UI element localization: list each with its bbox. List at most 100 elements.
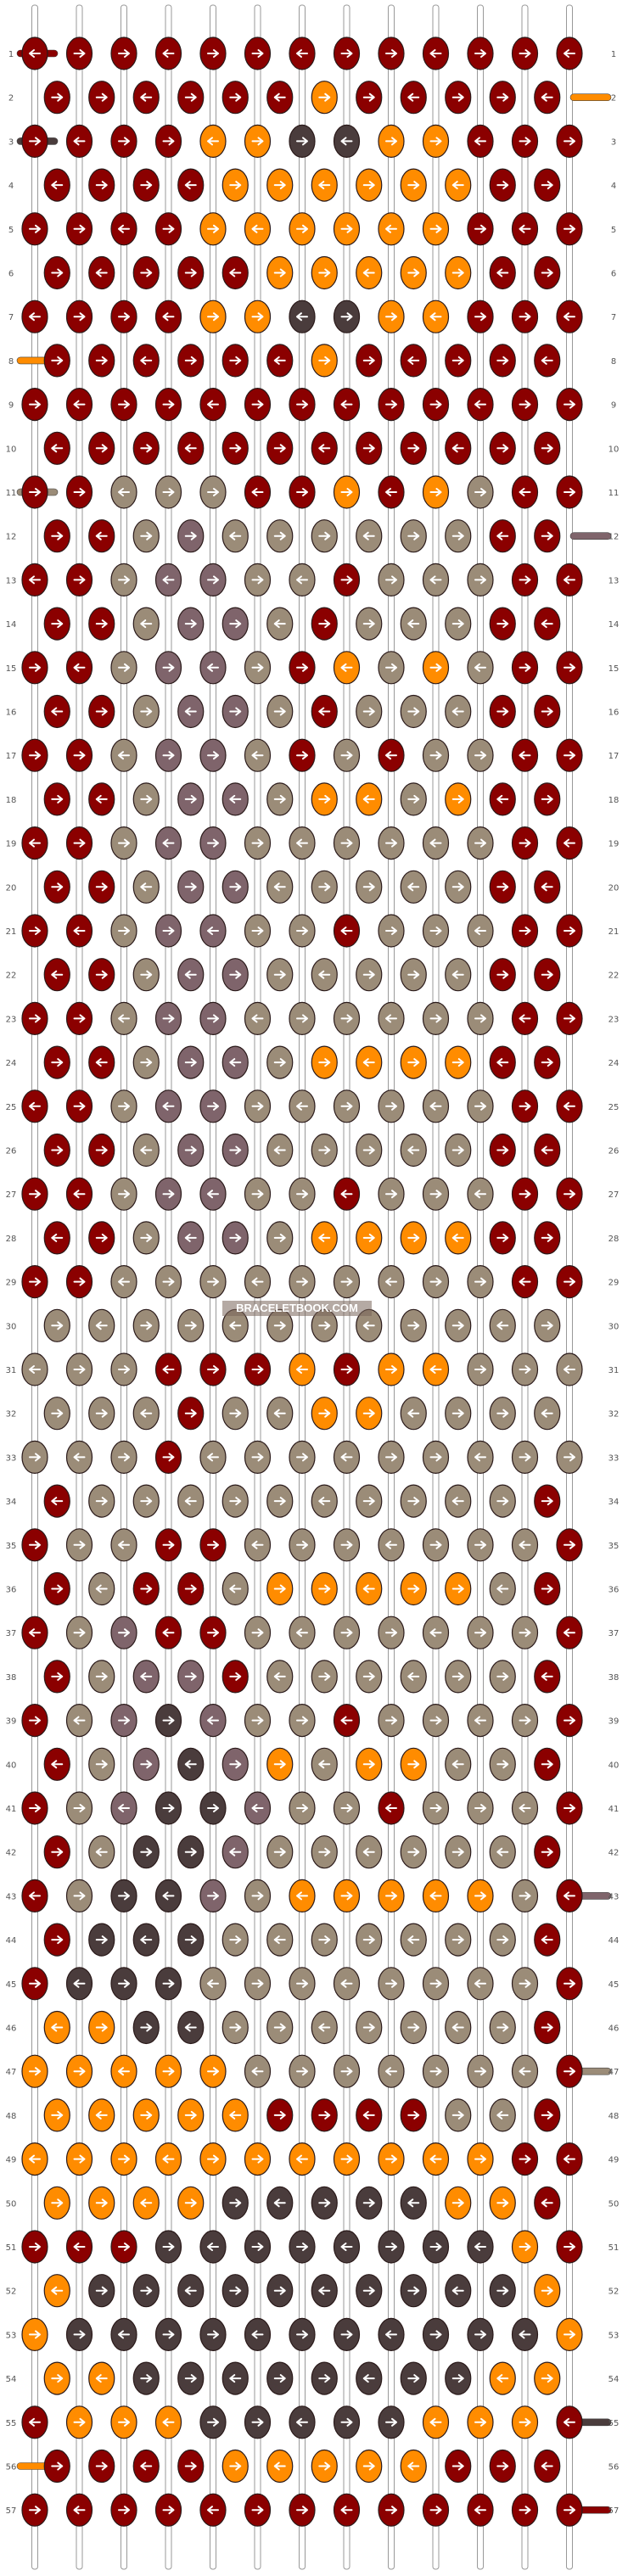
row-number-left: 24 (6, 1059, 17, 1068)
knot (43, 607, 70, 641)
knot (132, 255, 160, 290)
row-number-left: 39 (6, 1717, 17, 1727)
row-number-left: 44 (6, 1936, 17, 1946)
arrow-left-icon (362, 181, 375, 190)
knot (511, 1352, 539, 1386)
arrow-right-icon (296, 1540, 308, 1549)
knot (199, 563, 227, 597)
knot (400, 1397, 427, 1431)
knot (289, 1967, 316, 2001)
knot (378, 1703, 405, 1738)
arrow-left-icon (407, 1321, 420, 1330)
knot (65, 1967, 93, 2001)
arrow-left-icon (451, 1233, 464, 1242)
knot (110, 563, 137, 597)
knot (244, 1440, 272, 1475)
knot (422, 475, 450, 509)
knot (378, 1177, 405, 1211)
knot (43, 2361, 70, 2395)
arrow-left-icon (541, 92, 553, 102)
knot (467, 738, 494, 772)
knot (489, 1045, 516, 1079)
knot (445, 2010, 472, 2045)
knot (221, 782, 249, 816)
row-number-right: 33 (608, 1453, 620, 1463)
knot (333, 1791, 361, 1825)
knot (154, 1001, 182, 1036)
arrow-left-icon (273, 619, 286, 629)
arrow-left-icon (229, 531, 242, 540)
knot (378, 212, 405, 246)
arrow-left-icon (273, 2374, 286, 2383)
arrow-left-icon (184, 1145, 197, 1155)
arrow-left-icon (318, 1408, 331, 1418)
knot (534, 2274, 561, 2308)
arrow-right-icon (251, 2506, 264, 2515)
arrow-right-icon (519, 1628, 531, 1638)
arrow-left-icon (140, 181, 153, 190)
knot (356, 782, 383, 816)
knot (177, 958, 205, 992)
knot (511, 1177, 539, 1211)
knot (88, 1397, 115, 1431)
knot (110, 36, 137, 70)
knot (154, 1177, 182, 1211)
knot (132, 607, 160, 641)
arrow-left-icon (362, 1321, 375, 1330)
knot (356, 1133, 383, 1168)
knot (556, 1703, 583, 1738)
knot (132, 1923, 160, 1957)
arrow-right-icon (474, 2417, 486, 2427)
knot (422, 1791, 450, 1825)
arrow-right-icon (340, 488, 353, 496)
knot (221, 2449, 249, 2484)
knot (199, 1352, 227, 1386)
knot (511, 738, 539, 772)
row-number-right: 27 (608, 1190, 620, 1200)
knot (177, 1484, 205, 1518)
arrow-right-icon (29, 2417, 41, 2427)
knot (88, 1835, 115, 1869)
arrow-right-icon (385, 400, 397, 409)
arrow-left-icon (496, 181, 509, 190)
knot (378, 1352, 405, 1386)
knot (199, 651, 227, 685)
knot (65, 1177, 93, 1211)
arrow-right-icon (429, 751, 442, 760)
knot (356, 2010, 383, 2045)
knot (244, 1089, 272, 1123)
knot (266, 1660, 294, 1694)
arrow-right-icon (162, 137, 175, 146)
arrow-right-icon (251, 1190, 264, 1199)
arrow-right-icon (162, 1979, 175, 1988)
arrow-left-icon (318, 444, 331, 453)
arrow-left-icon (95, 1672, 108, 1681)
knot (467, 1528, 494, 1562)
arrow-right-icon (340, 1453, 353, 1462)
arrow-right-icon (296, 2243, 308, 2251)
arrow-right-icon (162, 1190, 175, 1199)
knot (221, 1747, 249, 1781)
row-number-left: 19 (6, 840, 17, 849)
arrow-right-icon (564, 2506, 575, 2515)
knot (422, 36, 450, 70)
knot (289, 388, 316, 422)
knot (21, 1528, 48, 1562)
arrow-right-icon (474, 1365, 486, 1374)
arrow-right-icon (296, 2330, 308, 2339)
arrow-right-icon (340, 2330, 353, 2339)
knot (556, 1616, 583, 1649)
arrow-right-icon (429, 1628, 442, 1638)
knot (333, 2142, 361, 2176)
knot (311, 1133, 338, 1168)
knot (199, 2493, 227, 2527)
knot (88, 1484, 115, 1518)
arrow-right-icon (251, 1101, 264, 1111)
knot (88, 2098, 115, 2132)
knot (65, 36, 93, 70)
arrow-right-icon (564, 1101, 575, 1111)
knot (88, 519, 115, 553)
arrow-left-icon (273, 531, 286, 540)
arrow-right-icon (118, 49, 130, 58)
knot (244, 1177, 272, 1211)
